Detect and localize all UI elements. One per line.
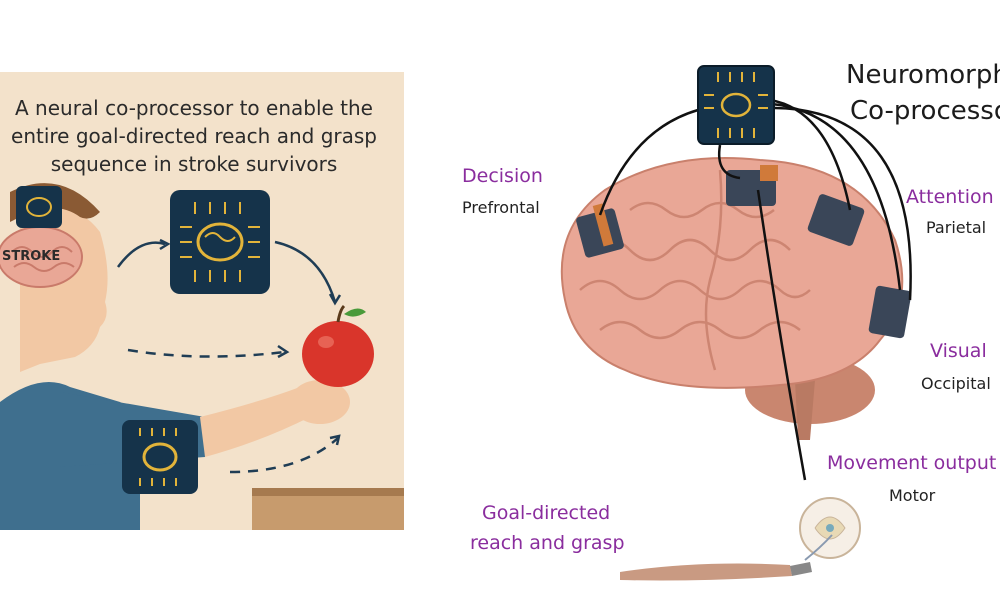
person-arm bbox=[200, 387, 310, 457]
coprocessor-chip-icon bbox=[170, 190, 270, 294]
decision-label: Decision bbox=[462, 165, 543, 187]
neuromorphic-chip-icon bbox=[697, 65, 775, 145]
visual-label: Visual bbox=[930, 340, 987, 362]
connection-wires bbox=[598, 98, 912, 481]
arm-muscle-icon bbox=[620, 534, 833, 581]
arrow-to-apple bbox=[274, 240, 337, 303]
title-line: A neural co-processor to enable the bbox=[15, 96, 373, 120]
brain-stem bbox=[795, 380, 815, 440]
apple-icon bbox=[302, 304, 374, 387]
goal-label-line1: Goal-directed bbox=[482, 502, 611, 524]
title-line: sequence in stroke survivors bbox=[50, 152, 338, 176]
spinal-cord-icon bbox=[799, 497, 861, 559]
illustration-panel: A neural co-processor to enable the enti… bbox=[0, 72, 404, 530]
wrist-chip-icon bbox=[122, 420, 198, 494]
coprocessor-title-line1: Neuromorphic bbox=[846, 60, 1000, 90]
prefrontal-label: Prefrontal bbox=[462, 198, 540, 217]
head-chip-icon bbox=[16, 186, 62, 228]
occipital-label: Occipital bbox=[921, 374, 991, 393]
dashed-arrow-grasp bbox=[229, 437, 339, 474]
parietal-label: Parietal bbox=[926, 218, 987, 237]
illustration-title: A neural co-processor to enable the enti… bbox=[0, 94, 394, 178]
dashed-arrow-reach bbox=[127, 348, 286, 358]
movement-output-label: Movement output bbox=[827, 452, 997, 474]
motor-label: Motor bbox=[889, 486, 936, 505]
coprocessor-title-line2: Co-processor bbox=[850, 96, 1000, 126]
stroke-label: STROKE bbox=[2, 249, 61, 264]
electrode-array-motor bbox=[726, 165, 778, 206]
brain-diagram: Neuromorphic Co-processor Decision Prefr… bbox=[440, 0, 1000, 600]
attention-label: Attention bbox=[906, 186, 994, 208]
brain-diagram-graphic bbox=[560, 65, 912, 581]
title-line: entire goal-directed reach and grasp bbox=[11, 124, 377, 148]
electrode-array-occipital bbox=[868, 285, 912, 339]
electrode-array-prefrontal bbox=[576, 203, 624, 258]
arrow-to-chip bbox=[116, 241, 166, 268]
goal-label-line2: reach and grasp bbox=[470, 532, 625, 554]
person-hand bbox=[290, 380, 350, 424]
illustration-graphic bbox=[0, 183, 404, 530]
